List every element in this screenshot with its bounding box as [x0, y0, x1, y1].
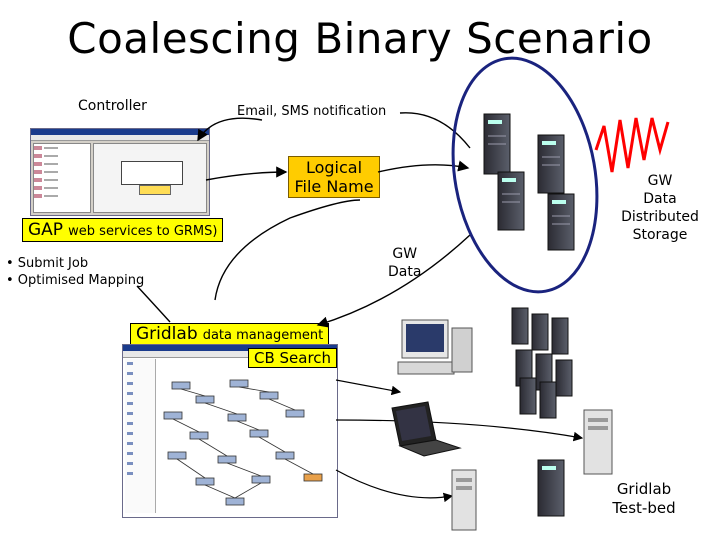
desktop-pc-icon [397, 319, 473, 375]
wireless-wave [594, 117, 670, 173]
cluster-servers [511, 307, 573, 419]
lfn-line-1: Logical [305, 158, 363, 177]
testbed-line-2: Test-bed [612, 499, 676, 517]
lfn-line-2: File Name [294, 177, 374, 196]
email-sms-label: Email, SMS notification [237, 104, 387, 119]
gap-subtitle: web services to GRMS) [68, 224, 218, 239]
arrow-controller-to-gridlab [214, 199, 361, 301]
gridlab-box: Gridlab data management [130, 323, 330, 345]
arrow-storage-to-email [399, 112, 471, 149]
storage-server-1 [483, 113, 511, 175]
gap-box: GAP web services to GRMS) [22, 218, 224, 242]
arrow-lfn-to-storage [377, 160, 470, 173]
testbed-label: Gridlab Test-bed [598, 480, 690, 518]
gridlab-subtitle: data management [202, 328, 324, 343]
gw-data-label: GW Data [388, 245, 421, 281]
page-title: Coalescing Binary Scenario [67, 14, 653, 63]
arrow-controller-to-lfn [205, 166, 288, 181]
arrow-gridlab-to-testbed [335, 419, 584, 442]
gw-data-line-2: Data [388, 264, 422, 280]
cb-search-box: CB Search [248, 348, 338, 368]
controller-label: Controller [78, 98, 147, 114]
laptop-icon [391, 401, 462, 457]
storage-server-2 [537, 134, 565, 194]
bullet-optimised-mapping: • Optimised Mapping [6, 273, 145, 288]
arrow-gridlab-to-server [335, 469, 454, 503]
gridlab-label: Gridlab [136, 324, 198, 344]
controller-window [30, 128, 210, 216]
testbed-tower-icon [583, 409, 613, 475]
server-light-icon [451, 469, 477, 531]
arrow-gridlab-to-pc [335, 379, 402, 396]
storage-server-4 [547, 193, 575, 251]
gw-storage-line-3: Distributed [621, 209, 699, 225]
gridlab-window [122, 344, 338, 518]
gw-storage-label: GW Data Distributed Storage [612, 172, 708, 244]
gw-storage-line-1: GW [647, 173, 673, 189]
arrow-gap-to-gridlab [136, 285, 171, 323]
gap-bullets: • Submit Job • Optimised Mapping [6, 255, 144, 289]
gw-storage-line-2: Data [643, 191, 677, 207]
server-dark-icon [537, 459, 565, 517]
gap-label: GAP [28, 220, 64, 240]
logical-file-name-box: Logical File Name [288, 156, 380, 198]
testbed-line-1: Gridlab [616, 480, 672, 498]
bullet-submit-job: • Submit Job [6, 256, 89, 271]
storage-ellipse [451, 56, 599, 294]
gw-data-line-1: GW [392, 246, 418, 262]
storage-server-3 [497, 171, 525, 231]
gw-storage-line-4: Storage [632, 227, 688, 243]
